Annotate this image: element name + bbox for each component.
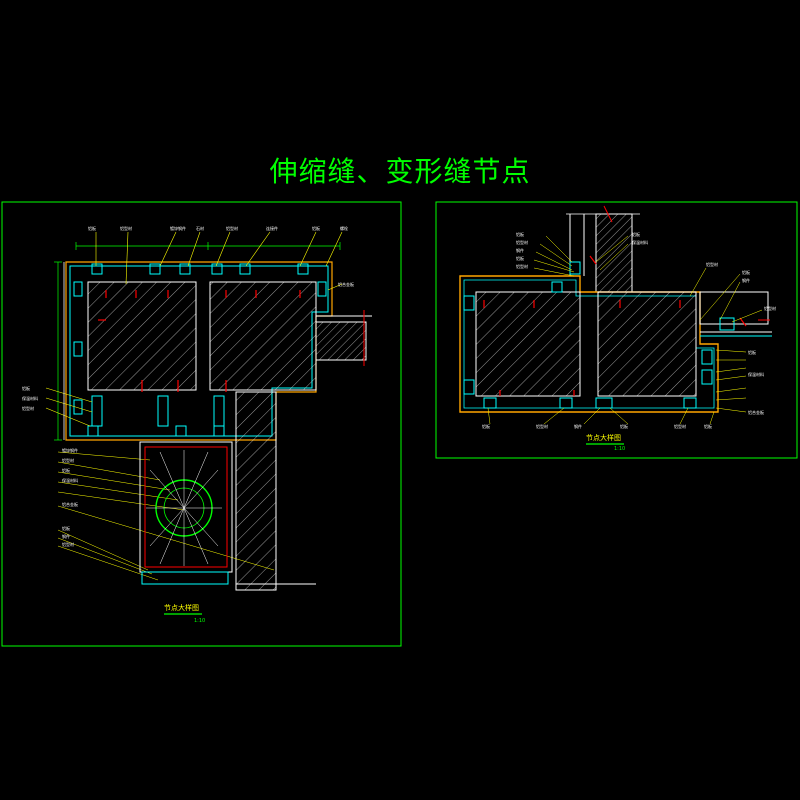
left-caption: 节点大样图 — [164, 603, 199, 612]
right-label-bottom-5: 铝型材 — [674, 423, 686, 429]
right-label-left-3: 钢件 — [516, 247, 524, 253]
left-label-bottom-3: 铝型材 — [62, 541, 74, 547]
left-label-mid-2: 铝型材 — [62, 457, 74, 463]
left-label-top-6: 连接件 — [266, 225, 278, 231]
left-label-top-1: 铝板 — [88, 225, 96, 231]
right-label-bottom-6: 铝板 — [704, 423, 712, 429]
left-bottom-panel — [139, 441, 233, 573]
left-slab — [315, 321, 367, 361]
right-upper-column — [595, 213, 633, 293]
left-label-bottom-2: 钢件 — [62, 533, 70, 539]
right-label-top-2: 保温材料 — [632, 239, 648, 245]
right-caption: 节点大样图 — [586, 433, 621, 442]
left-label-top-4: 石材 — [196, 225, 204, 231]
right-label-bottom-3: 钢件 — [574, 423, 582, 429]
right-concrete-block-1 — [475, 291, 581, 397]
right-label-right-5: 铝板 — [748, 349, 756, 355]
right-label-right-7: 铝合金板 — [748, 409, 764, 415]
right-label-left-4: 铝板 — [516, 255, 524, 261]
right-label-bottom-2: 铝型材 — [536, 423, 548, 429]
left-label-mid-3: 铝板 — [62, 467, 70, 473]
right-label-right-1: 铝型材 — [706, 261, 718, 267]
left-label-top-8: 螺栓 — [340, 225, 348, 231]
left-label-right-1: 铝合金板 — [338, 281, 354, 287]
right-label-left-1: 铝板 — [516, 231, 524, 237]
left-label-bottom-1: 铝板 — [62, 525, 70, 531]
left-label-mid-1: 镀锌钢件 — [62, 447, 78, 453]
left-panel-frame — [1, 201, 402, 647]
right-label-bottom-4: 铝板 — [620, 423, 628, 429]
left-label-top-7: 铝板 — [312, 225, 320, 231]
right-label-left-2: 铝型材 — [516, 239, 528, 245]
left-detail: 铝板 铝型材 镀锌钢件 石材 铝型材 连接件 铝板 螺栓 铝板 保温材料 铝型材… — [22, 225, 372, 624]
right-label-left-5: 铝型材 — [516, 263, 528, 269]
right-outer-cladding — [459, 275, 719, 413]
left-label-left-2: 保温材料 — [22, 395, 38, 401]
left-label-left-3: 铝型材 — [22, 405, 34, 411]
left-concrete-block-2 — [209, 281, 317, 391]
left-wall — [235, 391, 277, 591]
left-label-mid-4: 保温材料 — [62, 477, 78, 483]
right-label-bottom-1: 铝板 — [482, 423, 490, 429]
left-scale: 1:10 — [194, 618, 205, 624]
right-label-right-2: 铝板 — [742, 269, 750, 275]
left-label-top-3: 镀锌钢件 — [170, 225, 186, 231]
right-detail: 铝板 铝型材 钢件 铝板 铝型材 铝板 保温材料 铝型材 铝板 钢件 铝型材 铝… — [459, 205, 776, 452]
left-label-top-2: 铝型材 — [120, 225, 132, 231]
right-scale: 1:10 — [614, 446, 625, 452]
right-label-top-1: 铝板 — [632, 231, 640, 237]
right-label-right-3: 钢件 — [742, 277, 750, 283]
right-label-right-4: 铝型材 — [764, 305, 776, 311]
right-label-right-6: 保温材料 — [748, 371, 764, 377]
right-panel-frame — [435, 201, 798, 459]
left-outer-cladding — [65, 261, 333, 441]
left-label-top-5: 铝型材 — [226, 225, 238, 231]
left-label-left-1: 铝板 — [22, 385, 30, 391]
right-concrete-block-2 — [597, 291, 697, 397]
left-label-mid-5: 铝合金板 — [62, 501, 78, 507]
left-concrete-block-1 — [87, 281, 197, 391]
drawing-title: 伸缩缝、变形缝节点 — [269, 155, 531, 188]
